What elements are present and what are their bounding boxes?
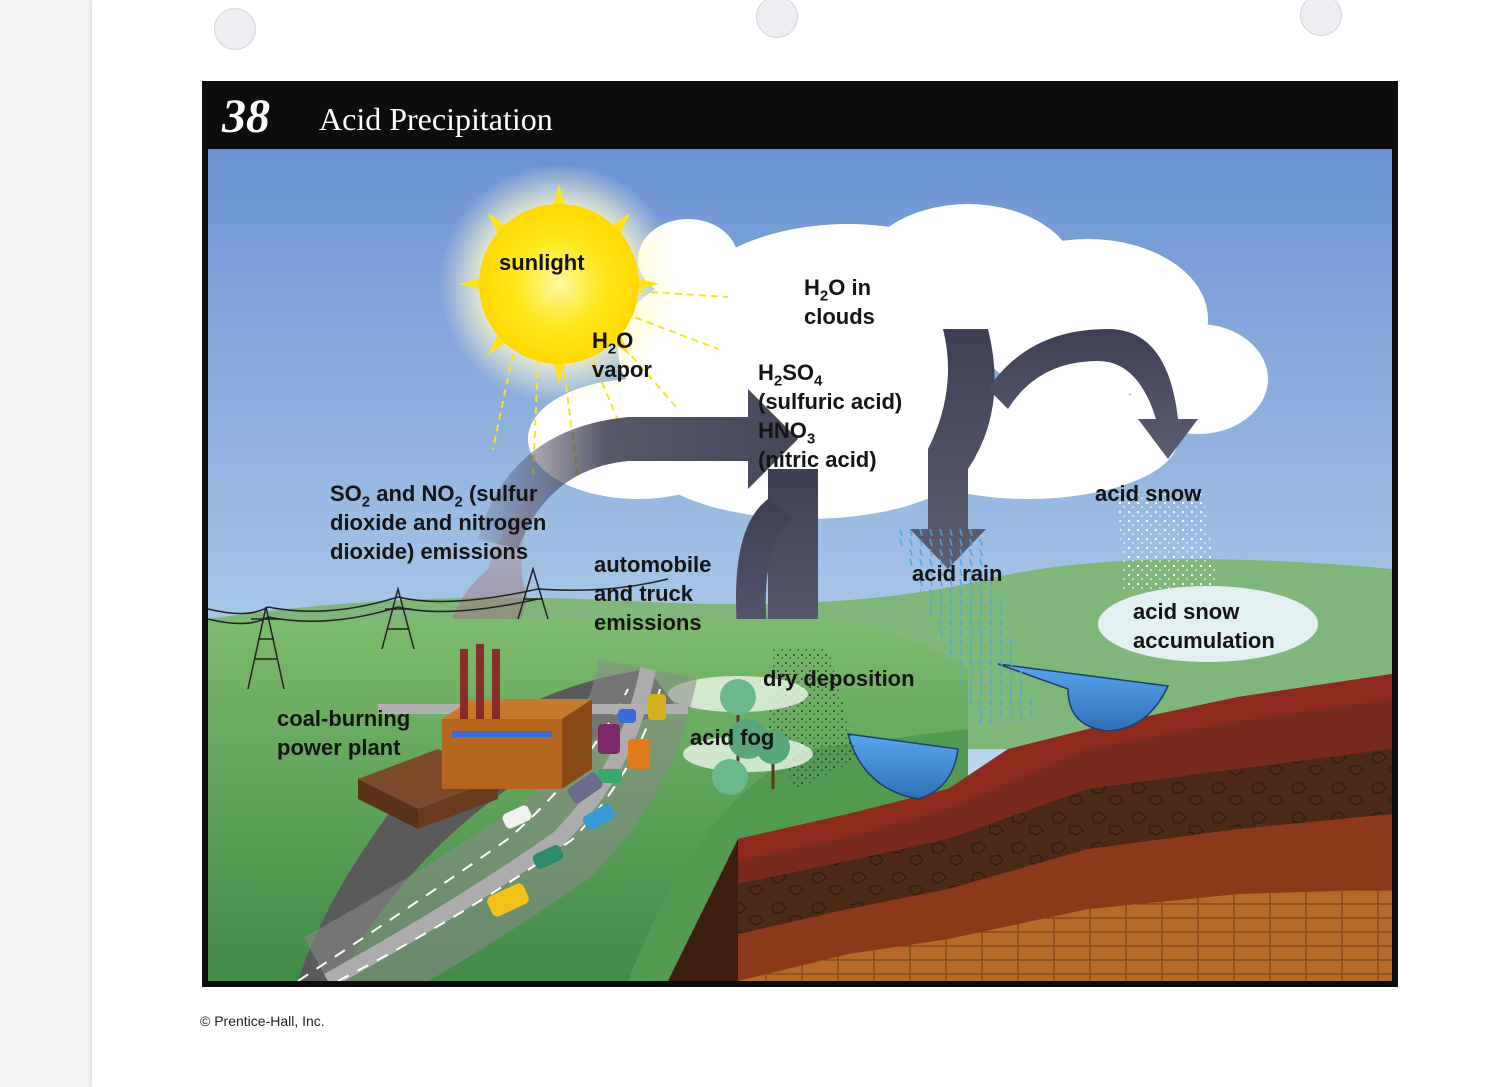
traffic (487, 694, 666, 917)
label-acid-fog: acid fog (690, 725, 775, 750)
acid-rain-streaks (893, 527, 1038, 724)
diagram-illustration (207, 149, 1392, 1025)
copyright-notice: © Prentice-Hall, Inc. (200, 1013, 325, 1029)
label-h2o-vapor: H2O vapor (592, 328, 652, 382)
label-acids: H2SO4 (sulfuric acid) HNO3 (nitric acid) (758, 360, 903, 472)
snow-accumulation (1098, 586, 1318, 662)
label-acid-snow-accumulation: acid snow accumulation (1133, 599, 1275, 653)
binder-hole (756, 0, 798, 38)
label-sunlight: sunlight (499, 250, 585, 275)
label-dry-deposition: dry deposition (763, 666, 915, 691)
lake (997, 663, 1170, 732)
label-h2o-in-clouds: H2O in clouds (804, 275, 875, 329)
label-automobile-emissions: automobile and truck emissions (594, 552, 712, 635)
binder-hole (214, 8, 256, 50)
figure-title: Acid Precipitation (319, 101, 553, 137)
power-pylons (207, 566, 669, 690)
figure-panel: 38 Acid Precipitation (202, 81, 1398, 1025)
label-emissions: SO2 and NO2 (sulfur dioxide and nitrogen… (330, 481, 547, 564)
lake (846, 733, 959, 800)
coal-power-plant (358, 644, 592, 829)
soil-layers (668, 674, 1392, 981)
title-bar: 38 Acid Precipitation (202, 81, 1398, 149)
label-power-plant: coal-burning power plant (277, 706, 411, 760)
figure-number: 38 (222, 90, 270, 143)
binder-hole (1300, 0, 1342, 36)
diagram-scene: sunlight H2O in clouds H2O vapor H2SO4 (… (207, 149, 1392, 1025)
label-acid-rain: acid rain (912, 561, 1003, 586)
trees (712, 679, 790, 795)
acid-snow-flakes (1118, 494, 1218, 589)
label-acid-snow: acid snow (1095, 481, 1202, 506)
